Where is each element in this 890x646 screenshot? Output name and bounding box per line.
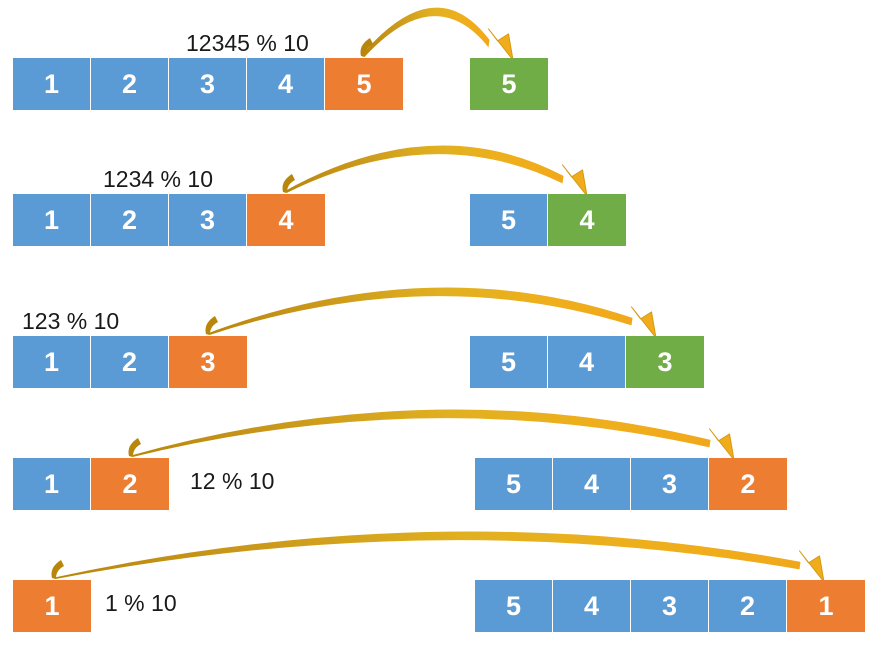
source-digit-cell: 3 — [169, 336, 247, 388]
carry-arrow-head — [799, 550, 825, 583]
carry-arrow-body — [52, 531, 801, 579]
source-digit-cell: 5 — [325, 58, 403, 110]
result-digit-cell: 1 — [787, 580, 865, 632]
carry-arrow-tail — [282, 174, 295, 192]
modulo-expression-label: 12 % 10 — [190, 468, 275, 494]
source-digit-cell: 1 — [13, 580, 91, 632]
carry-arrow-head — [562, 164, 588, 197]
result-digit-cell: 4 — [553, 458, 631, 510]
carry-arrow-tail — [128, 438, 141, 456]
carry-arrow-head — [631, 306, 657, 339]
modulo-expression-label: 12345 % 10 — [186, 30, 309, 56]
result-digit-cell: 4 — [548, 336, 626, 388]
result-digit-cell: 2 — [709, 458, 787, 510]
result-digit-cell: 2 — [709, 580, 787, 632]
result-digit-cell: 5 — [470, 336, 548, 388]
carry-arrow-body — [361, 7, 490, 57]
result-digit-cell: 3 — [626, 336, 704, 388]
modulo-expression-label: 123 % 10 — [22, 308, 120, 334]
source-digit-cell: 1 — [13, 458, 91, 510]
result-digit-group: 5 — [470, 58, 548, 110]
source-digit-cell: 1 — [13, 336, 91, 388]
carry-arrow-body — [206, 287, 633, 335]
source-digit-cell: 2 — [91, 194, 169, 246]
result-digit-cell: 5 — [475, 580, 553, 632]
source-digit-cell: 3 — [169, 194, 247, 246]
source-digit-cell: 2 — [91, 336, 169, 388]
source-digit-cell: 1 — [13, 58, 91, 110]
carry-arrow-tail — [360, 38, 373, 56]
carry-arrow-head — [709, 428, 735, 461]
result-digit-cell: 4 — [548, 194, 626, 246]
source-digit-cell: 4 — [247, 58, 325, 110]
source-digit-cell: 4 — [247, 194, 325, 246]
modulo-expression-label: 1 % 10 — [105, 590, 177, 616]
carry-arrow-body — [283, 145, 564, 193]
source-digit-cell: 3 — [169, 58, 247, 110]
result-digit-cell: 5 — [470, 58, 548, 110]
result-digit-cell: 5 — [470, 194, 548, 246]
source-digit-cell: 2 — [91, 58, 169, 110]
carry-arrow-head — [488, 28, 514, 61]
source-digit-cell: 2 — [91, 458, 169, 510]
source-digit-cell: 1 — [13, 194, 91, 246]
modulo-expression-label: 1234 % 10 — [103, 166, 213, 192]
result-digit-cell: 4 — [553, 580, 631, 632]
source-digit-group: 1 — [13, 580, 91, 632]
result-digit-cell: 5 — [475, 458, 553, 510]
result-digit-cell: 3 — [631, 458, 709, 510]
carry-arrow-body — [129, 409, 711, 457]
carry-arrow-tail — [205, 316, 218, 334]
result-digit-cell: 3 — [631, 580, 709, 632]
carry-arrow-tail — [51, 560, 64, 578]
